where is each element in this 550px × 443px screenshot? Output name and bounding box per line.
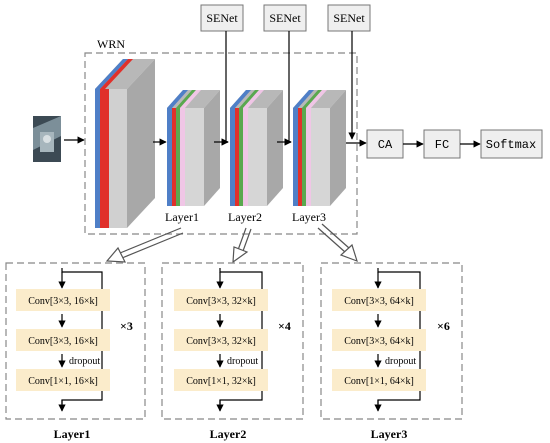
layer1-conv3-block (16, 369, 110, 391)
layer1-detail-block: Conv[3×3, 16×k] Conv[3×3, 16×k] dropout … (5, 262, 146, 441)
layer3-detail-block: Conv[3×3, 64×k] Conv[3×3, 64×k] dropout … (320, 262, 463, 441)
layer2-repeat-count: ×4 (278, 319, 291, 333)
top-layer1-label: Layer1 (165, 210, 199, 224)
senet-1-connector (221, 31, 229, 146)
layer2-conv3-label: Conv[1×1, 32×k] (186, 376, 256, 387)
layer3-conv3-label: Conv[1×1, 64×k] (344, 376, 414, 387)
senet-box-3 (327, 4, 371, 32)
senet-label-3: SENet (333, 11, 365, 25)
layer1-conv1-label: Conv[3×3, 16×k] (28, 296, 98, 307)
expand-arrow-layer2 (232, 227, 252, 264)
layer3-slab (293, 90, 346, 206)
layer2-conv1-block (174, 289, 268, 311)
layer1-conv3-label: Conv[1×1, 16×k] (28, 376, 98, 387)
senet-box-1 (200, 4, 244, 32)
top-layer3-label: Layer3 (292, 210, 326, 224)
layer1-conv1-block (16, 289, 110, 311)
layer1-conv2-label: Conv[3×3, 16×k] (28, 336, 98, 347)
layer3-block-title: Layer3 (371, 427, 408, 441)
layer3-dropout-label: dropout (385, 356, 416, 367)
layer2-conv2-block (174, 329, 268, 351)
layer2-block-title: Layer2 (210, 427, 247, 441)
layer2-conv1-label: Conv[3×3, 32×k] (186, 296, 256, 307)
layer2-dashed-frame (161, 262, 304, 420)
fc-box (423, 129, 461, 159)
softmax-label: Softmax (486, 138, 536, 152)
layer2-slab (230, 90, 283, 206)
softmax-box (480, 129, 543, 159)
layer2-dropout-label: dropout (227, 356, 258, 367)
layer3-conv3-block (332, 369, 426, 391)
senet-label-2: SENet (269, 11, 301, 25)
layer1-dropout-label: dropout (69, 356, 100, 367)
layer1-block-title: Layer1 (54, 427, 91, 441)
layer3-conv2-block (332, 329, 426, 351)
input-image (33, 116, 61, 162)
senet-2-connector (284, 31, 292, 146)
ca-label: CA (378, 138, 393, 152)
expand-arrow-layer1 (105, 227, 184, 263)
senet-label-1: SENet (206, 11, 238, 25)
layer2-conv2-label: Conv[3×3, 32×k] (186, 336, 256, 347)
layer2-detail-block: Conv[3×3, 32×k] Conv[3×3, 32×k] dropout … (161, 262, 304, 441)
layer3-conv1-block (332, 289, 426, 311)
top-layer2-label: Layer2 (228, 210, 262, 224)
layer3-repeat-count: ×6 (437, 319, 450, 333)
wrn-frame (84, 52, 358, 235)
layer3-conv2-label: Conv[3×3, 64×k] (344, 336, 414, 347)
wrn-label: WRN (97, 37, 125, 51)
layer1-repeat-count: ×3 (120, 319, 133, 333)
senet-box-2 (263, 4, 307, 32)
layer2-conv3-block (174, 369, 268, 391)
layer1-dashed-frame (5, 262, 146, 420)
wrn-initial-conv-slab (95, 59, 155, 228)
ca-box (366, 129, 404, 159)
expand-arrow-layer3 (317, 223, 358, 262)
fc-label: FC (435, 138, 449, 152)
layer1-conv2-block (16, 329, 110, 351)
layer3-conv1-label: Conv[3×3, 64×k] (344, 296, 414, 307)
layer1-slab (167, 90, 220, 206)
layer3-dashed-frame (320, 262, 463, 420)
